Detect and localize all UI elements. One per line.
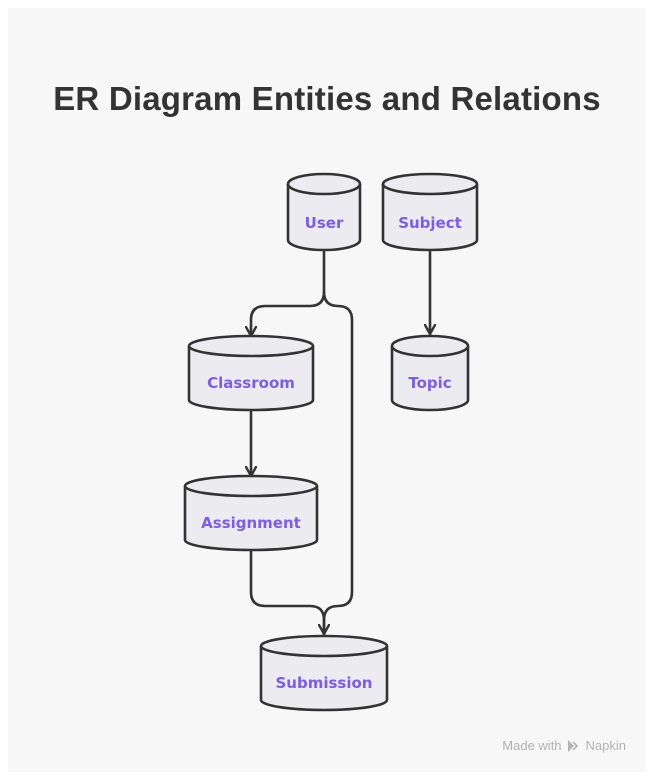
entity-label: Submission xyxy=(276,674,373,692)
entity-label: User xyxy=(305,214,344,232)
napkin-logo-icon xyxy=(567,739,578,752)
entity-subject: Subject xyxy=(381,172,479,252)
entity-label: Assignment xyxy=(201,514,301,532)
made-with-footer: Made with Napkin xyxy=(502,738,626,753)
entity-topic: Topic xyxy=(390,334,470,412)
napkin-brand-text: Napkin xyxy=(585,738,626,753)
entity-classroom: Classroom xyxy=(187,334,315,412)
made-with-text: Made with xyxy=(502,738,562,753)
entity-user: User xyxy=(286,172,362,252)
entity-label: Classroom xyxy=(207,374,295,392)
entity-label: Subject xyxy=(398,214,462,232)
entity-label: Topic xyxy=(408,374,451,392)
entity-assignment: Assignment xyxy=(183,474,319,552)
relation-user-classroom xyxy=(251,250,326,338)
relation-assignment-submission xyxy=(249,548,326,636)
page-title: ER Diagram Entities and Relations xyxy=(53,80,601,117)
entity-submission: Submission xyxy=(259,634,389,712)
relation-user-submission xyxy=(324,290,354,636)
